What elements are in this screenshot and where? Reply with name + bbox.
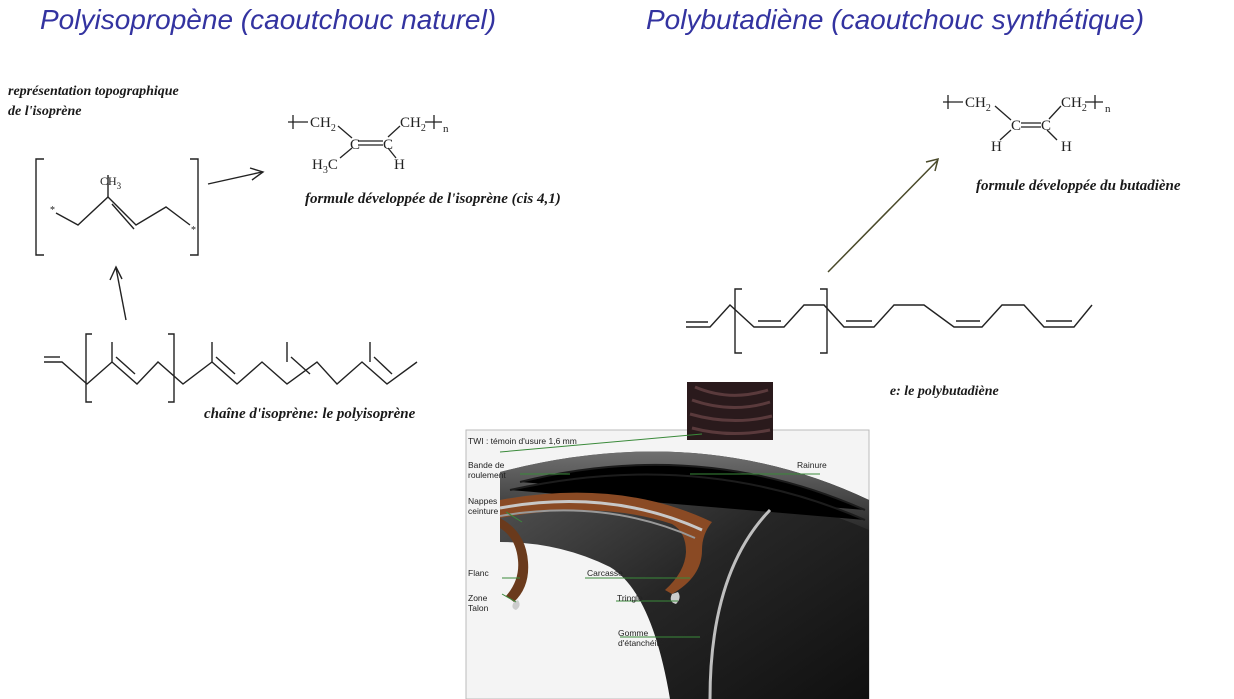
svg-text:C: C	[1011, 118, 1021, 134]
tire-label-zone-1: Zone	[468, 593, 488, 603]
svg-text:CH2: CH2	[965, 95, 991, 114]
tire-label-flanc: Flanc	[468, 568, 490, 578]
svg-text:H3C: H3C	[312, 157, 338, 176]
svg-text:H: H	[1061, 139, 1072, 155]
tire-cutaway-image: TWI : témoin d'usure 1,6 mm Bande de rou…	[440, 382, 890, 699]
tire-label-nappes-2: ceinture	[468, 506, 499, 516]
title-polybutadiene: Polybutadiène (caoutchouc synthétique)	[646, 4, 1145, 35]
tire-label-gomme-2: d'étanchéité	[618, 638, 664, 648]
butadiene-structural-formula: CH2 C C CH2 n H H	[943, 95, 1111, 155]
ch3-label: CH3	[100, 174, 122, 191]
isoprene-topographic-structure: * * CH3	[35, 158, 199, 256]
svg-text:n: n	[443, 123, 449, 135]
polybutadiene-chain-caption: adiène: le polybutadiène	[858, 384, 999, 399]
svg-text:n: n	[1105, 103, 1111, 115]
tire-label-zone-2: Talon	[468, 603, 489, 613]
tire-label-rainure: Rainure	[797, 460, 827, 470]
polyisoprene-chain	[44, 333, 418, 403]
svg-text:C: C	[383, 137, 393, 153]
butadiene-arrow	[827, 157, 940, 273]
svg-text:H: H	[991, 139, 1002, 155]
tire-label-tringle: Tringle	[617, 593, 643, 603]
isoprene-structural-formula: CH2 C C CH2 n H3C H	[288, 115, 449, 176]
polyisoprene-chain-caption: chaîne d'isoprène: le polyisoprène	[204, 406, 416, 422]
polybutadiene-chain	[686, 288, 1093, 354]
svg-text:C: C	[1041, 118, 1051, 134]
topo-label-line1: représentation topographique	[8, 84, 179, 99]
tire-label-twi: TWI : témoin d'usure 1,6 mm	[468, 436, 577, 446]
tire-label-bande-1: Bande de	[468, 460, 505, 470]
title-polyisoprene: Polyisopropène (caoutchouc naturel)	[40, 4, 497, 35]
svg-text:CH2: CH2	[310, 115, 336, 134]
topo-label-line2: de l'isoprène	[8, 104, 82, 119]
tire-label-gomme-1: Gomme	[618, 628, 649, 638]
svg-text:CH2: CH2	[1061, 95, 1087, 114]
svg-text:H: H	[394, 157, 405, 173]
isoprene-arrows	[109, 167, 265, 321]
svg-text:*: *	[191, 225, 196, 236]
tire-label-nappes-1: Nappes	[468, 496, 497, 506]
svg-text:*: *	[50, 205, 55, 216]
butadiene-formula-caption: formule développée du butadiène	[976, 178, 1181, 194]
tire-label-carcasse: Carcasse	[587, 568, 623, 578]
tire-label-bande-2: roulement	[468, 470, 506, 480]
svg-text:CH2: CH2	[400, 115, 426, 134]
svg-text:C: C	[350, 137, 360, 153]
isoprene-formula-caption: formule développée de l'isoprène (cis 4,…	[305, 191, 561, 207]
